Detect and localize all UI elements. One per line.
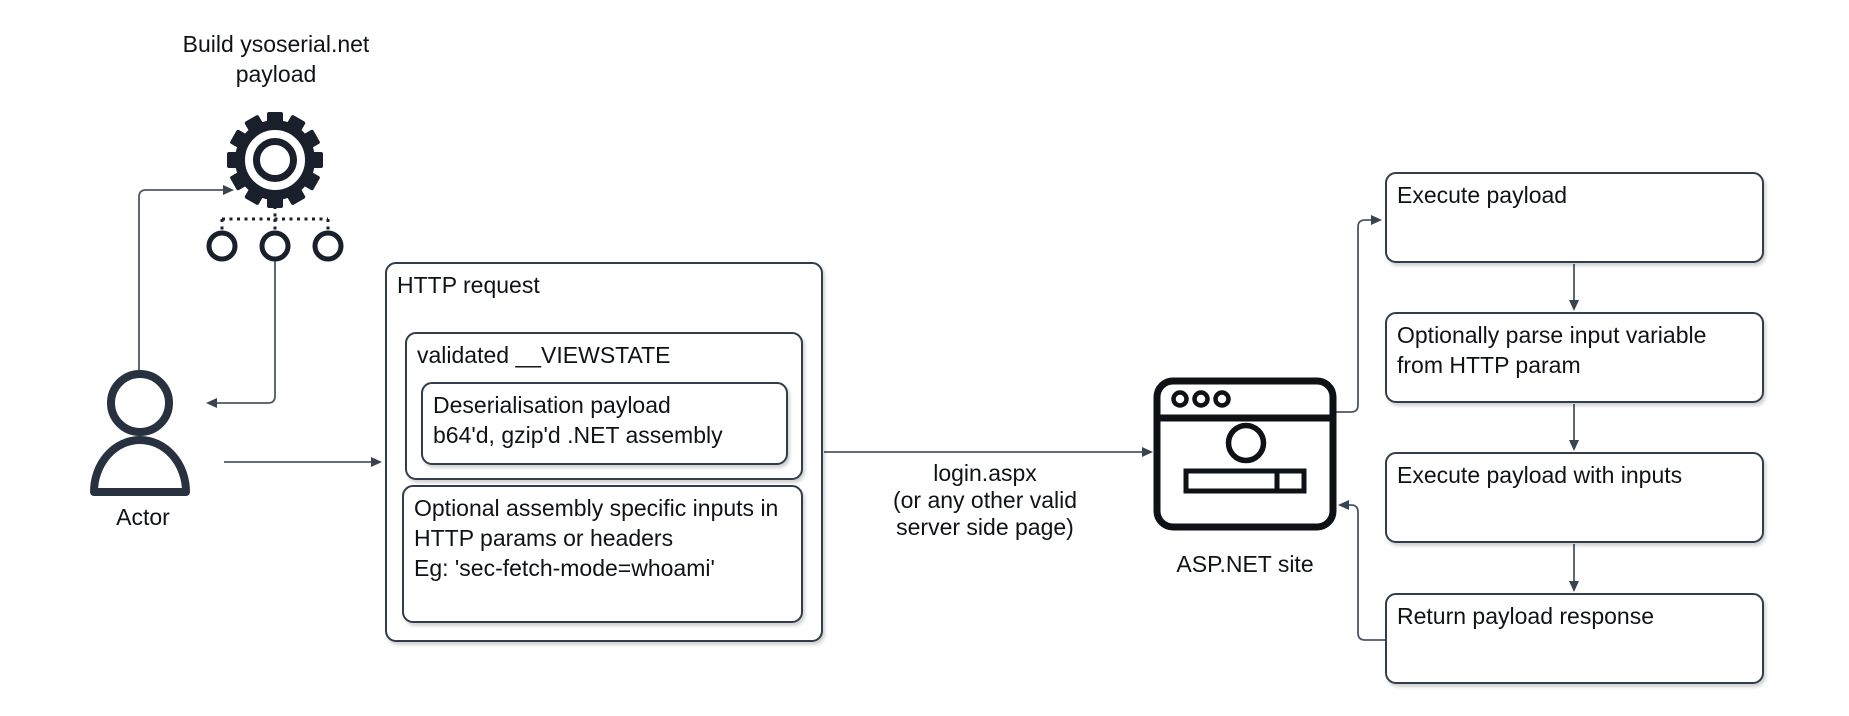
- gear-icon: [227, 112, 323, 208]
- optional-inputs-box: Optional assembly specific inputs in HTT…: [402, 485, 803, 623]
- deserialisation-payload-box: Deserialisation payload b64'd, gzip'd .N…: [421, 382, 788, 465]
- arrow-actor-to-gear: [138, 185, 234, 371]
- actor-icon: [90, 370, 190, 496]
- aspnet-site-label: ASP.NET site: [1176, 551, 1314, 577]
- arrow-step4-to-server: [1338, 500, 1385, 641]
- arrow-server-to-step1: [1333, 215, 1382, 413]
- arrow-gear-output-to-actor: [206, 260, 276, 408]
- step-execute-with-inputs: Execute payload with inputs: [1385, 452, 1764, 543]
- step-return-response: Return payload response: [1385, 593, 1764, 684]
- browser-icon: [1153, 377, 1337, 531]
- step-parse-input: Optionally parse input variable from HTT…: [1385, 312, 1764, 403]
- actor-label: Actor: [116, 504, 170, 530]
- step-execute-payload: Execute payload: [1385, 172, 1764, 263]
- gear-options-connector: [220, 206, 330, 232]
- login-aspx-label: login.aspx (or any other valid server si…: [892, 460, 1078, 540]
- gear-option-circles: [206, 230, 344, 262]
- build-payload-label: Build ysoserial.net payload: [182, 31, 370, 87]
